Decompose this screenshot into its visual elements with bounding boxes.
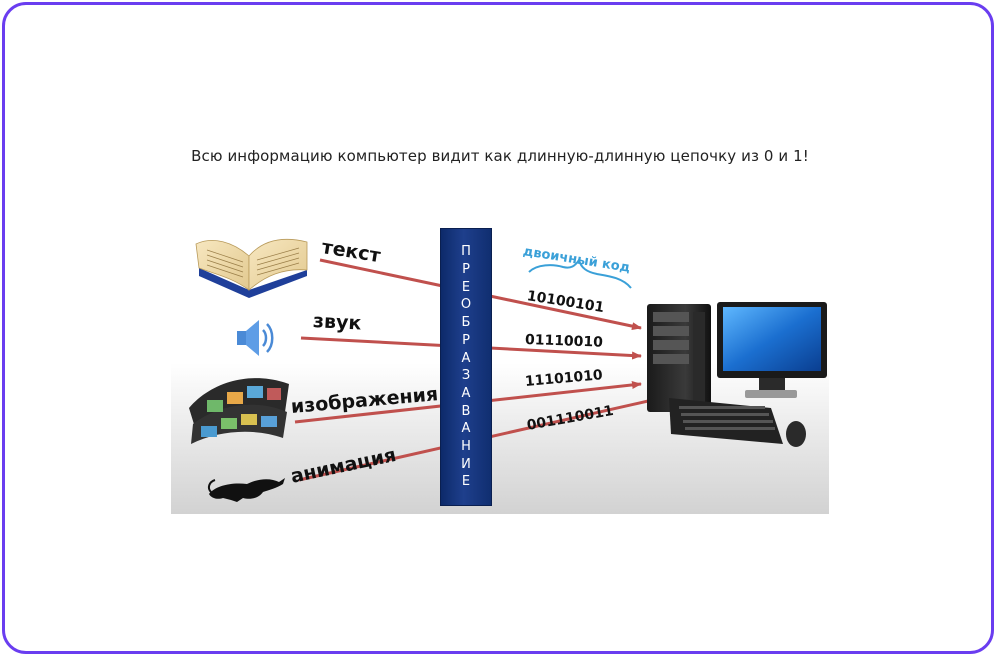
open-book-icon	[195, 239, 308, 298]
conversion-bar-letter: А	[461, 350, 471, 366]
slide-caption: Всю информацию компьютер видит как длинн…	[191, 147, 809, 165]
input-label-sound: звук	[312, 310, 362, 335]
speaker-icon	[237, 320, 274, 356]
conversion-bar-letter: З	[461, 368, 471, 384]
binary-code-brace	[528, 257, 632, 289]
conversion-bar-letter: В	[461, 403, 471, 419]
conversion-bar-letter: О	[460, 297, 472, 313]
diagram-graphics	[189, 239, 827, 502]
binary-code-2: 01110010	[524, 332, 604, 351]
conversion-bar-letter: Е	[461, 279, 471, 295]
conversion-bar-letter: А	[461, 385, 471, 401]
desktop-computer-icon	[647, 302, 827, 447]
conversion-bar-letter: Р	[462, 332, 470, 348]
conversion-bar-letter: Н	[461, 439, 471, 455]
conversion-bar-letter: П	[461, 244, 471, 260]
panther-icon	[207, 478, 285, 502]
conversion-bar-letter: Б	[461, 315, 471, 331]
conversion-bar-letter: Р	[462, 262, 470, 278]
conversion-bar-letter: И	[461, 456, 471, 472]
conversion-bar-letter: А	[461, 421, 471, 437]
conversion-bar-letter: Е	[461, 474, 471, 490]
film-strip-icon	[189, 378, 289, 444]
